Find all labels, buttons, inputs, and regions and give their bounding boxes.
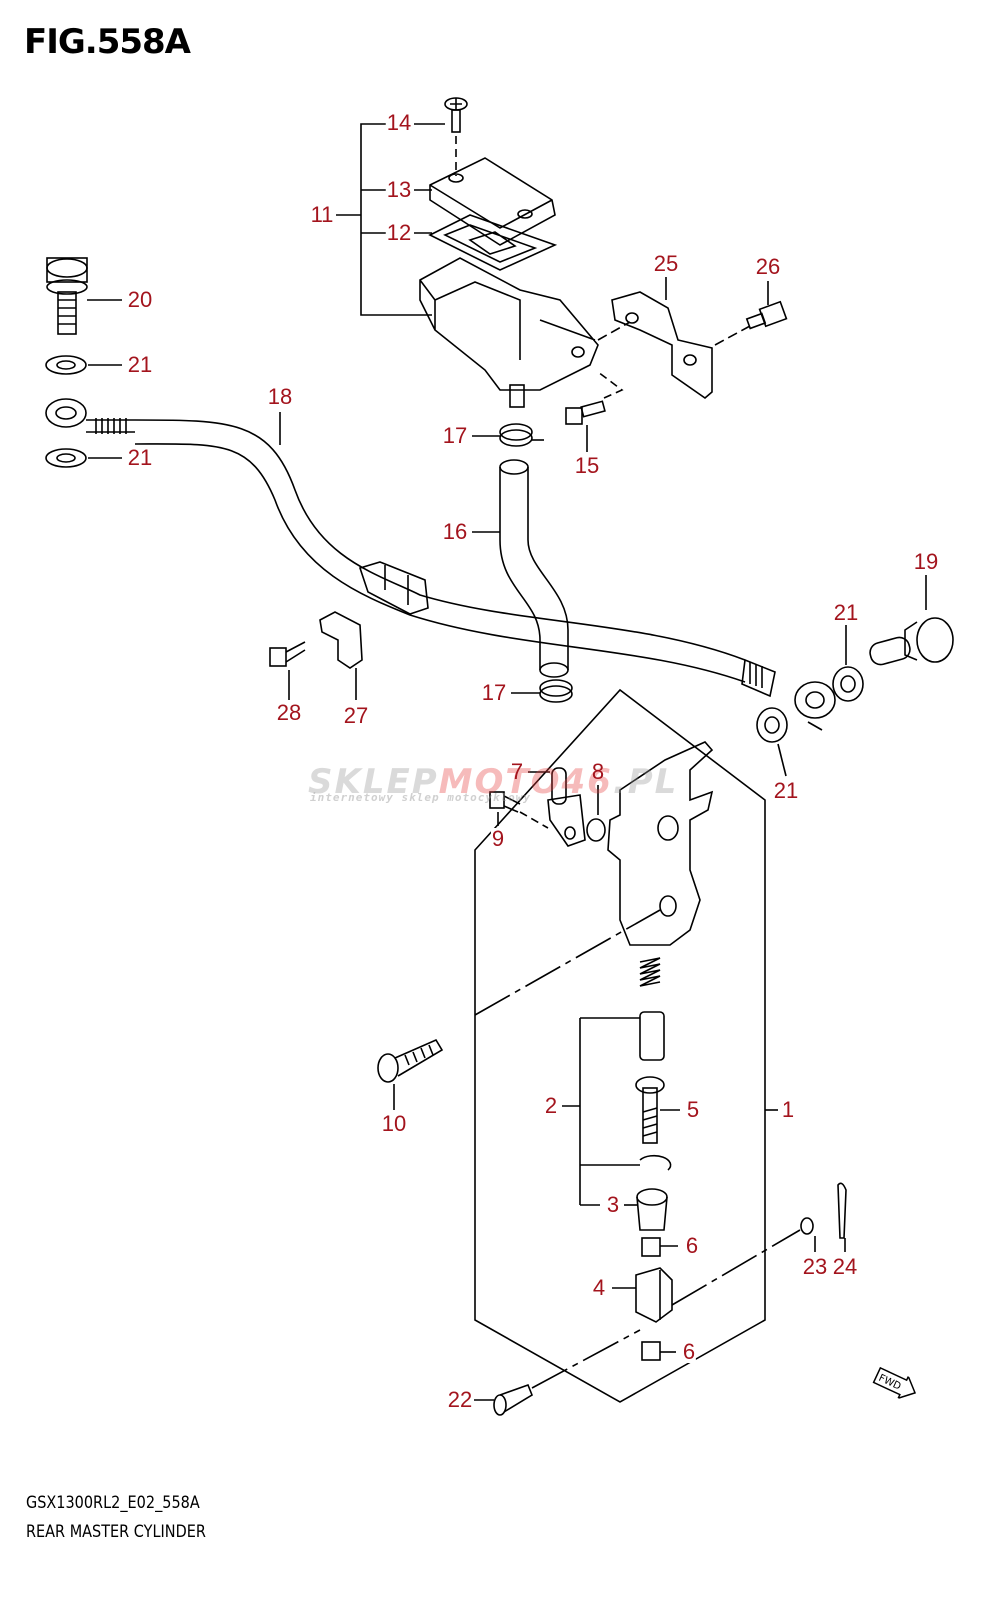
circlip bbox=[639, 1154, 672, 1171]
callout-17[interactable]: 17 bbox=[480, 680, 508, 705]
banjo-bolt-19 bbox=[869, 575, 954, 666]
callout-25[interactable]: 25 bbox=[652, 251, 680, 276]
group-bracket-11 bbox=[336, 123, 445, 316]
callout-7[interactable]: 7 bbox=[510, 759, 524, 784]
brake-hose-18 bbox=[45, 398, 836, 731]
callout-28[interactable]: 28 bbox=[275, 700, 303, 725]
bolt-26 bbox=[745, 300, 788, 330]
reservoir-outlet bbox=[509, 384, 525, 408]
bolt-28 bbox=[269, 641, 306, 700]
callout-1[interactable]: 1 bbox=[780, 1097, 796, 1122]
callout-3[interactable]: 3 bbox=[605, 1192, 621, 1217]
callout-20[interactable]: 20 bbox=[126, 287, 154, 312]
fitting-7 bbox=[547, 767, 586, 847]
callout-17[interactable]: 17 bbox=[441, 423, 469, 448]
bracket-25 bbox=[611, 291, 713, 400]
callout-13[interactable]: 13 bbox=[385, 177, 413, 202]
assembly-outline-1 bbox=[474, 688, 766, 1403]
watermark: SKLEPMOTO46.PL bbox=[308, 762, 678, 802]
clamp-27 bbox=[319, 611, 363, 700]
watermark-tagline: internetowy sklep motocyklowy bbox=[310, 791, 532, 804]
push-rod-5 bbox=[635, 1076, 680, 1144]
callout-21[interactable]: 21 bbox=[772, 778, 800, 803]
washer-21-b bbox=[45, 448, 122, 468]
watermark-brand-red: MOTO46 bbox=[438, 762, 613, 802]
figure-title: FIG.558A bbox=[24, 22, 191, 62]
reservoir-cap-13 bbox=[429, 157, 556, 246]
callout-26[interactable]: 26 bbox=[754, 254, 782, 279]
callout-15[interactable]: 15 bbox=[573, 453, 601, 478]
callout-2[interactable]: 2 bbox=[543, 1093, 559, 1118]
hose-clip-17-bottom bbox=[511, 679, 573, 703]
banjo-bolt-20 bbox=[46, 257, 122, 335]
clevis-pin-22 bbox=[474, 1329, 641, 1416]
callout-6[interactable]: 6 bbox=[681, 1339, 697, 1364]
cotter-pin-24 bbox=[837, 1182, 847, 1252]
callout-5[interactable]: 5 bbox=[685, 1097, 701, 1122]
callout-4[interactable]: 4 bbox=[591, 1275, 607, 1300]
reservoir-body bbox=[419, 257, 599, 391]
callout-27[interactable]: 27 bbox=[342, 703, 370, 728]
callout-23[interactable]: 23 bbox=[801, 1254, 829, 1279]
hose-clip-17-top bbox=[472, 423, 544, 447]
callout-19[interactable]: 19 bbox=[912, 549, 940, 574]
watermark-brand: SKLEP bbox=[308, 762, 439, 802]
diagram-caption: REAR MASTER CYLINDER bbox=[26, 1522, 206, 1542]
callout-6[interactable]: 6 bbox=[684, 1233, 700, 1258]
callout-18[interactable]: 18 bbox=[266, 384, 294, 409]
bolt-15 bbox=[565, 371, 624, 425]
callout-24[interactable]: 24 bbox=[831, 1254, 859, 1279]
bolt-9 bbox=[489, 791, 549, 829]
bolt-10 bbox=[377, 1038, 444, 1110]
callout-9[interactable]: 9 bbox=[490, 826, 506, 851]
callout-14[interactable]: 14 bbox=[385, 110, 413, 135]
clevis-4 bbox=[612, 1267, 673, 1323]
callout-16[interactable]: 16 bbox=[441, 519, 469, 544]
o-ring-8 bbox=[586, 818, 606, 842]
callout-21[interactable]: 21 bbox=[832, 600, 860, 625]
watermark-suffix: .PL bbox=[612, 762, 679, 802]
nut-6-lower bbox=[641, 1341, 676, 1361]
callout-21[interactable]: 21 bbox=[126, 352, 154, 377]
diagram-code: GSX1300RL2_E02_558A bbox=[26, 1493, 200, 1513]
callout-22[interactable]: 22 bbox=[446, 1387, 474, 1412]
boot-3 bbox=[624, 1188, 668, 1231]
callout-12[interactable]: 12 bbox=[385, 220, 413, 245]
washer-21-c bbox=[832, 625, 864, 702]
washer-23 bbox=[800, 1217, 816, 1252]
spring-piston-2 bbox=[562, 957, 665, 1206]
washer-21-a bbox=[45, 355, 122, 375]
forward-arrow-icon: FWD bbox=[872, 1366, 917, 1400]
nut-6-upper bbox=[641, 1237, 678, 1257]
washer-21-d bbox=[756, 707, 788, 777]
screw-14 bbox=[444, 97, 468, 176]
callout-11[interactable]: 11 bbox=[309, 202, 335, 227]
hose-16 bbox=[472, 459, 569, 678]
diaphragm-12 bbox=[428, 214, 558, 271]
hose-clamp bbox=[358, 561, 429, 615]
master-cylinder-body bbox=[607, 741, 714, 946]
callout-8[interactable]: 8 bbox=[591, 759, 605, 784]
callout-10[interactable]: 10 bbox=[380, 1111, 408, 1136]
callout-21[interactable]: 21 bbox=[126, 445, 154, 470]
